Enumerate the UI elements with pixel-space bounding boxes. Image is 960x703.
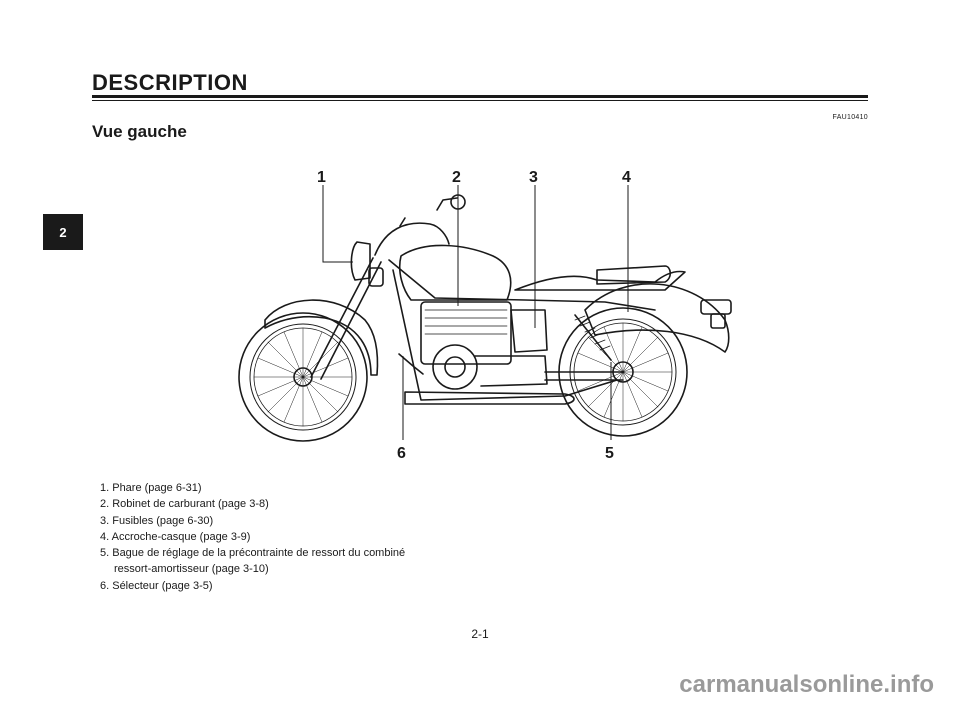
- page-number: 2-1: [471, 627, 489, 641]
- legend-item-5-continued: ressort-amortisseur (page 3-10): [114, 563, 269, 576]
- seat: [514, 270, 686, 291]
- header-rule-thin: [92, 100, 868, 101]
- page-header-title: DESCRIPTION: [92, 70, 248, 95]
- frame: [388, 259, 656, 401]
- rear-wheel: [558, 307, 688, 437]
- watermark: carmanualsonline.info: [679, 671, 934, 698]
- callout-6: 6: [397, 445, 406, 462]
- legend-item-5: 5. Bague de réglage de la précontrainte …: [100, 547, 406, 560]
- shifter: [398, 353, 424, 375]
- handlebar: [374, 222, 450, 256]
- section-title: Vue gauche: [92, 122, 187, 141]
- legend-item-2: 2. Robinet de carburant (page 3-8): [100, 498, 269, 511]
- front-fender: [264, 299, 379, 376]
- motorcycle-diagram: 1 2 3 4 5 6: [238, 169, 732, 462]
- front-fork: [310, 257, 382, 380]
- section-code: FAU10410: [832, 114, 868, 121]
- exhaust: [404, 391, 575, 405]
- callout-1: 1: [317, 169, 326, 186]
- callout-2: 2: [452, 169, 461, 186]
- callout-4: 4: [622, 169, 631, 186]
- callout-5: 5: [605, 445, 614, 462]
- headlight: [350, 241, 371, 281]
- tail-light: [700, 299, 732, 315]
- fuel-tank: [398, 244, 512, 301]
- chapter-tab: 2: [43, 214, 83, 250]
- legend-item-3: 3. Fusibles (page 6-30): [100, 514, 214, 527]
- engine: [420, 301, 548, 390]
- header-rule: [92, 95, 868, 98]
- front-wheel: [238, 312, 368, 442]
- rear-shock: [574, 314, 612, 361]
- rear-fender: [584, 283, 730, 353]
- legend-item-4: 4. Accroche-casque (page 3-9): [100, 530, 251, 543]
- legend-item-1: 1. Phare (page 6-31): [100, 482, 202, 494]
- callout-3: 3: [529, 169, 538, 186]
- legend-item-6: 6. Sélecteur (page 3-5): [100, 579, 213, 592]
- side-cover: [510, 309, 548, 353]
- parts-legend: 1. Phare (page 6-31) 2. Robinet de carbu…: [100, 480, 405, 594]
